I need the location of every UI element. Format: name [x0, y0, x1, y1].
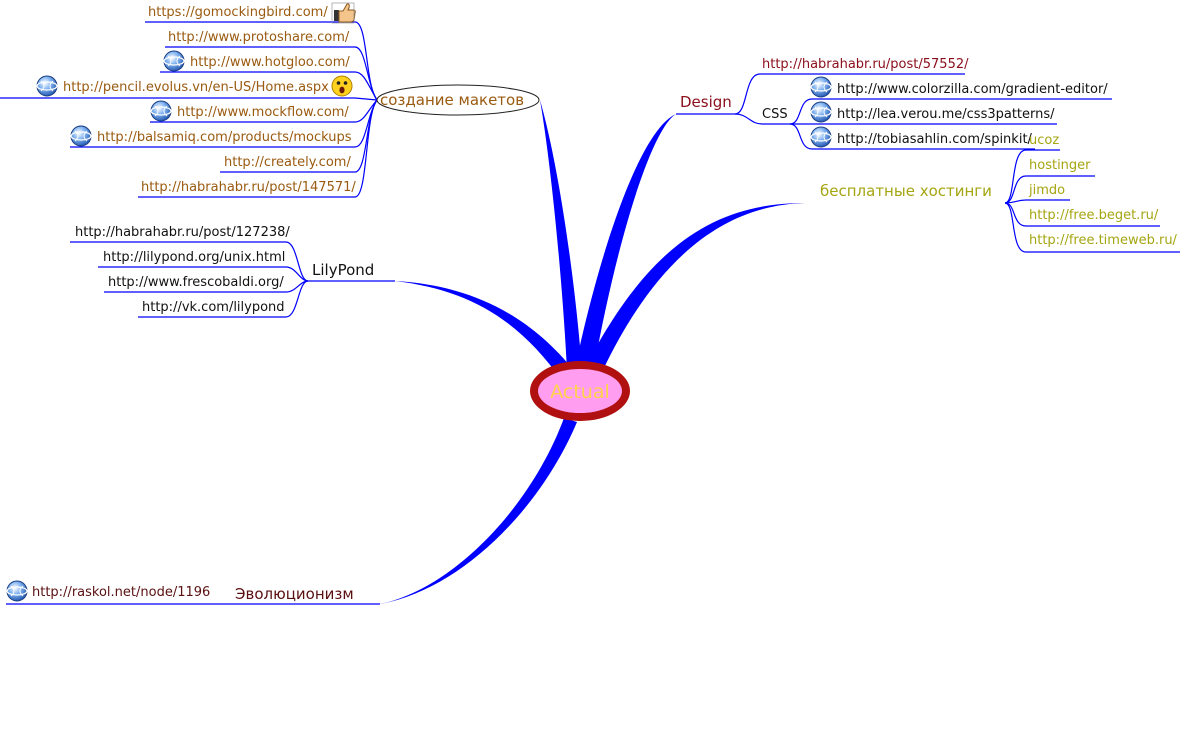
topic-css[interactable]: CSS	[762, 107, 788, 122]
link-css3patterns[interactable]: http://lea.verou.me/css3patterns/	[837, 107, 1055, 122]
link-spinkit[interactable]: http://tobiasahlin.com/spinkit/	[837, 132, 1032, 147]
web-globe-icon	[810, 126, 832, 148]
topic-design[interactable]: Design	[680, 93, 732, 111]
link-habrahabr-127238[interactable]: http://habrahabr.ru/post/127238/	[75, 225, 290, 240]
web-globe-icon	[810, 76, 832, 98]
link-raskol[interactable]: http://raskol.net/node/1196	[32, 585, 211, 600]
item-ucoz[interactable]: ucoz	[1029, 133, 1060, 148]
thumbs-up-icon	[331, 2, 356, 24]
web-globe-icon	[36, 75, 58, 97]
branch-mockups	[540, 100, 582, 370]
link-pencil[interactable]: http://pencil.evolus.vn/en-US/Home.aspx	[63, 80, 329, 95]
link-habrahabr-147571[interactable]: http://habrahabr.ru/post/147571/	[141, 180, 356, 195]
connector-lines	[0, 21, 1180, 605]
branch-lilypond	[395, 281, 575, 385]
link-creately[interactable]: http://creately.com/	[224, 155, 351, 170]
link-gomockingbird[interactable]: https://gomockingbird.com/	[148, 5, 328, 20]
web-globe-icon	[150, 100, 172, 122]
web-globe-icon	[70, 125, 92, 147]
link-frescobaldi[interactable]: http://www.frescobaldi.org/	[108, 275, 284, 290]
topic-evolution[interactable]: Эволюционизм	[235, 585, 354, 603]
link-habrahabr-57552[interactable]: http://habrahabr.ru/post/57552/	[762, 57, 969, 72]
mockups-topic-outline	[376, 84, 540, 116]
branch-design	[575, 114, 676, 368]
link-free-timeweb[interactable]: http://free.timeweb.ru/	[1029, 233, 1177, 248]
web-globe-icon	[810, 101, 832, 123]
link-protoshare[interactable]: http://www.protoshare.com/	[168, 30, 350, 45]
central-node-label: Actual	[550, 381, 610, 403]
link-colorzilla[interactable]: http://www.colorzilla.com/gradient-edito…	[837, 82, 1108, 97]
central-node-fill	[538, 369, 622, 413]
item-jimdo[interactable]: jimdo	[1029, 183, 1066, 198]
link-hotgloo[interactable]: http://www.hotgloo.com/	[190, 55, 350, 70]
web-globe-icon	[163, 50, 185, 72]
main-branches	[380, 100, 805, 604]
central-node[interactable]: Actual	[533, 366, 627, 418]
surprised-face-icon	[331, 75, 353, 97]
link-lilypond-unix[interactable]: http://lilypond.org/unix.html	[103, 250, 286, 265]
topic-lilypond[interactable]: LilyPond	[312, 261, 375, 279]
link-free-beget[interactable]: http://free.beget.ru/	[1029, 208, 1159, 223]
topic-mockups[interactable]: создание макетов	[380, 91, 525, 109]
branch-hosting	[584, 203, 805, 372]
link-vk-lilypond[interactable]: http://vk.com/lilypond	[142, 300, 285, 315]
item-hostinger[interactable]: hostinger	[1029, 158, 1091, 173]
branch-evolution	[380, 418, 577, 604]
link-mockflow[interactable]: http://www.mockflow.com/	[177, 105, 349, 120]
topic-hosting[interactable]: бесплатные хостинги	[820, 182, 992, 200]
web-globe-icon	[6, 580, 28, 602]
link-balsamiq[interactable]: http://balsamiq.com/products/mockups	[97, 130, 352, 145]
